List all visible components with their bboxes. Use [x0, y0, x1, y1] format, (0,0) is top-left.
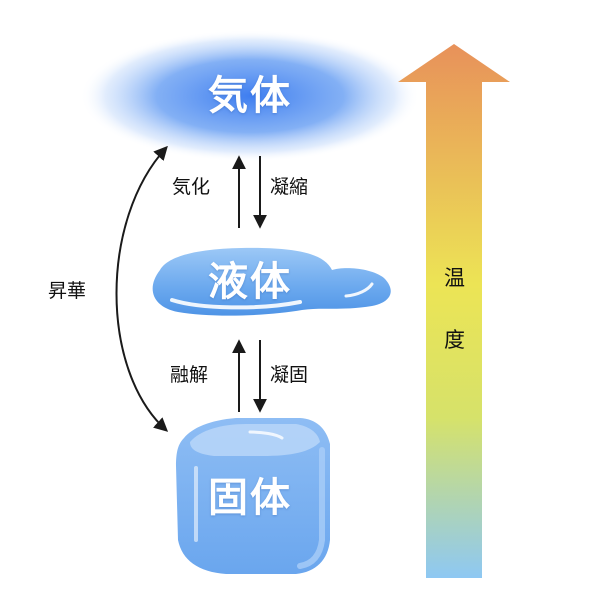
gas-label: 気体 [208, 73, 292, 119]
solid-label: 固体 [208, 475, 292, 521]
liquid-puddle [152, 247, 391, 316]
temperature-label-char2: 度 [444, 328, 465, 352]
ice-cube-corner-shine [248, 430, 284, 440]
liquid-label: 液体 [208, 259, 292, 305]
temperature-arrow [398, 44, 510, 578]
temperature-label-char1: 温 [444, 266, 465, 290]
ice-cube-body [176, 418, 330, 574]
liquid-highlight [170, 298, 302, 310]
ice-cube-top [190, 424, 320, 456]
ice-cube-edge [297, 447, 325, 569]
solidification-label: 凝固 [270, 364, 309, 386]
sublimation-label: 昇華 [48, 280, 87, 302]
condensation-label: 凝縮 [270, 176, 309, 198]
melting-label: 融解 [170, 364, 209, 386]
sublimation-arrow [115, 145, 169, 432]
vaporization-label: 気化 [172, 176, 211, 198]
gas-glow [80, 30, 420, 162]
liquid-highlight-small [344, 282, 374, 298]
